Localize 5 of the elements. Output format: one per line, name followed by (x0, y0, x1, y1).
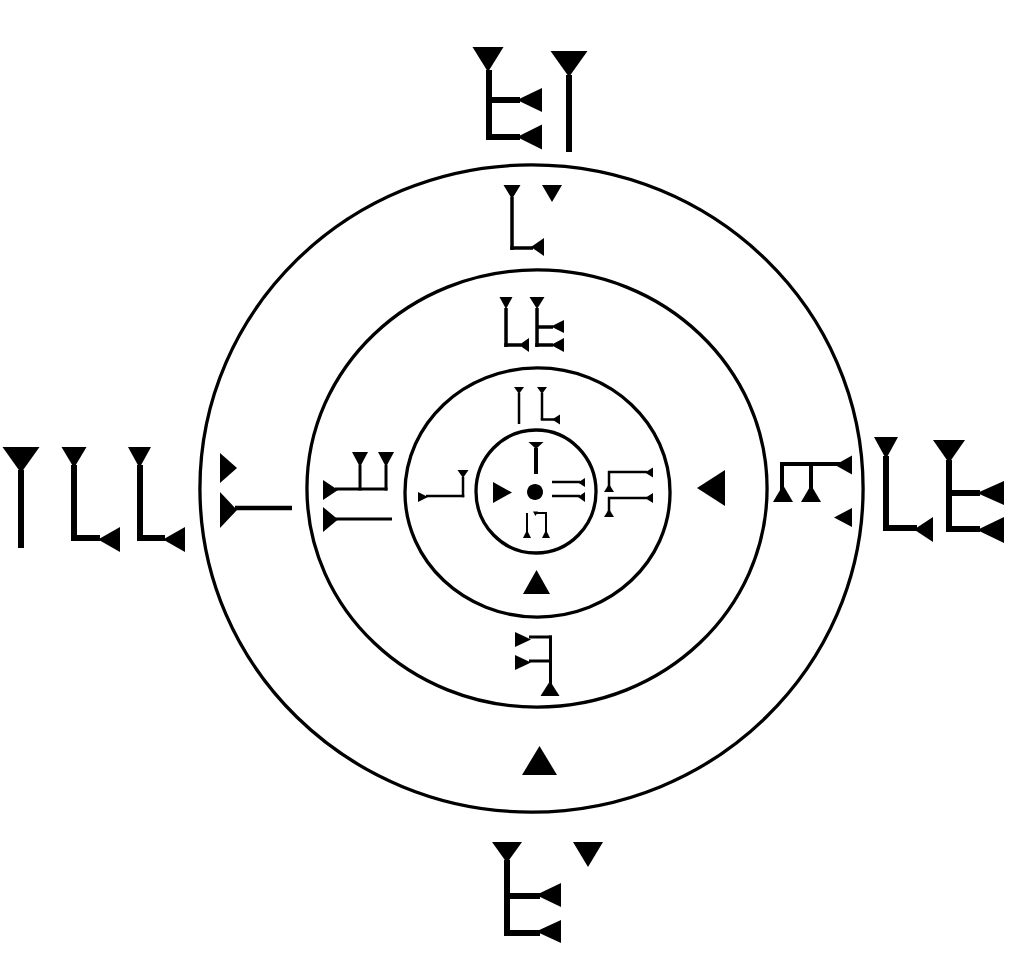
ring (403, 366, 672, 619)
ring (474, 428, 598, 555)
center-dot (527, 484, 543, 500)
ring (305, 268, 769, 709)
ring (198, 163, 865, 814)
